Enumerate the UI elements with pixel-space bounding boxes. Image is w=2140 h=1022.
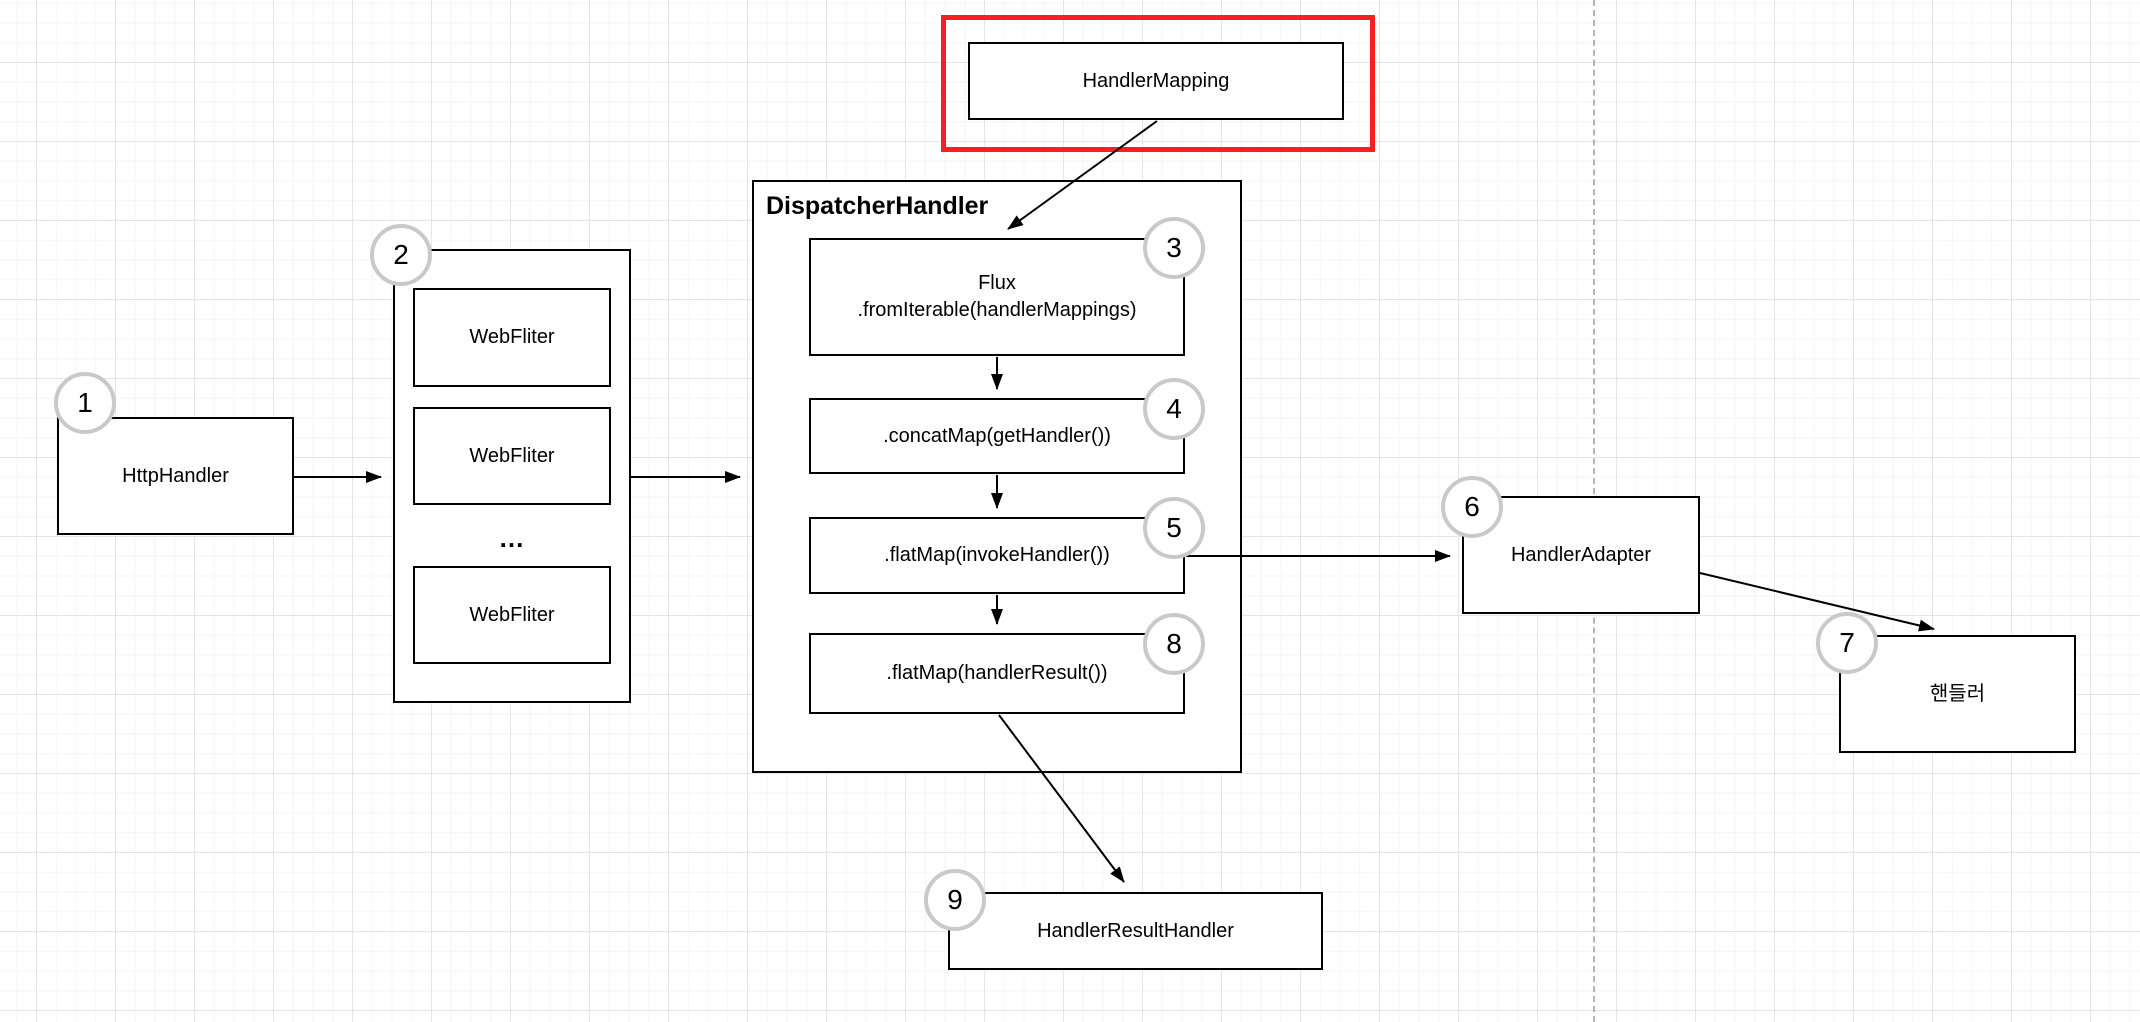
red-highlight-box (941, 15, 1375, 152)
node-web-filter-1-label: WebFliter (469, 326, 555, 348)
step-badge-6: 6 (1441, 476, 1503, 538)
node-handler-korean: 핸들러 (1839, 635, 2076, 753)
node-concat-map-label: .concatMap(getHandler()) (883, 424, 1111, 447)
step-badge-7-number: 7 (1839, 627, 1855, 658)
node-web-filter-2: WebFliter (413, 407, 611, 505)
step-badge-9-number: 9 (947, 884, 963, 915)
step-badge-1: 1 (54, 372, 116, 434)
flux-line1: Flux (978, 272, 1016, 294)
step-badge-6-number: 6 (1464, 491, 1480, 522)
step-badge-8-number: 8 (1166, 628, 1182, 659)
node-flat-map-result: .flatMap(handlerResult()) (809, 633, 1185, 714)
node-http-handler-label: HttpHandler (122, 464, 229, 487)
step-badge-4-number: 4 (1166, 393, 1182, 424)
node-flux-from-iterable-label: Flux .fromIterable(handlerMappings) (857, 270, 1136, 324)
step-badge-3: 3 (1143, 217, 1205, 279)
node-flat-map-invoke-label: .flatMap(invokeHandler()) (884, 544, 1110, 566)
node-handler-korean-label: 핸들러 (1929, 682, 1986, 705)
node-concat-map: .concatMap(getHandler()) (809, 398, 1185, 474)
node-handler-mapping-label: HandlerMapping (1082, 69, 1230, 92)
step-badge-9: 9 (924, 869, 986, 931)
flux-line2: .fromIterable(handlerMappings) (857, 299, 1137, 321)
step-badge-5: 5 (1143, 497, 1205, 559)
node-handler-result-handler: HandlerResultHandler (948, 892, 1323, 970)
step-badge-4: 4 (1143, 378, 1205, 440)
step-badge-1-number: 1 (77, 387, 93, 418)
step-badge-3-number: 3 (1166, 232, 1182, 263)
web-filter-ellipsis: ... (413, 520, 611, 556)
node-handler-result-handler-label: HandlerResultHandler (1037, 919, 1234, 942)
node-flux-from-iterable: Flux .fromIterable(handlerMappings) (809, 238, 1185, 356)
step-badge-8: 8 (1143, 613, 1205, 675)
node-flat-map-result-label: .flatMap(handlerResult()) (886, 662, 1108, 684)
node-web-filter-1: WebFliter (413, 288, 611, 387)
node-handler-adapter: HandlerAdapter (1462, 496, 1700, 614)
node-web-filter-3: WebFliter (413, 566, 611, 664)
arrow-handleradapter-to-handler (1699, 572, 1935, 632)
node-http-handler: HttpHandler (57, 417, 294, 535)
node-web-filter-2-label: WebFliter (469, 444, 555, 467)
node-handler-mapping: HandlerMapping (968, 42, 1344, 120)
step-badge-2: 2 (370, 224, 432, 286)
step-badge-2-number: 2 (393, 239, 409, 270)
node-flat-map-invoke: .flatMap(invokeHandler()) (809, 517, 1185, 594)
dispatcher-handler-title: DispatcherHandler (766, 192, 989, 220)
node-web-filter-3-label: WebFliter (469, 603, 555, 626)
node-handler-adapter-label: HandlerAdapter (1510, 543, 1652, 566)
step-badge-7: 7 (1816, 612, 1878, 674)
step-badge-5-number: 5 (1166, 512, 1182, 543)
web-filter-ellipsis-text: ... (499, 522, 525, 553)
